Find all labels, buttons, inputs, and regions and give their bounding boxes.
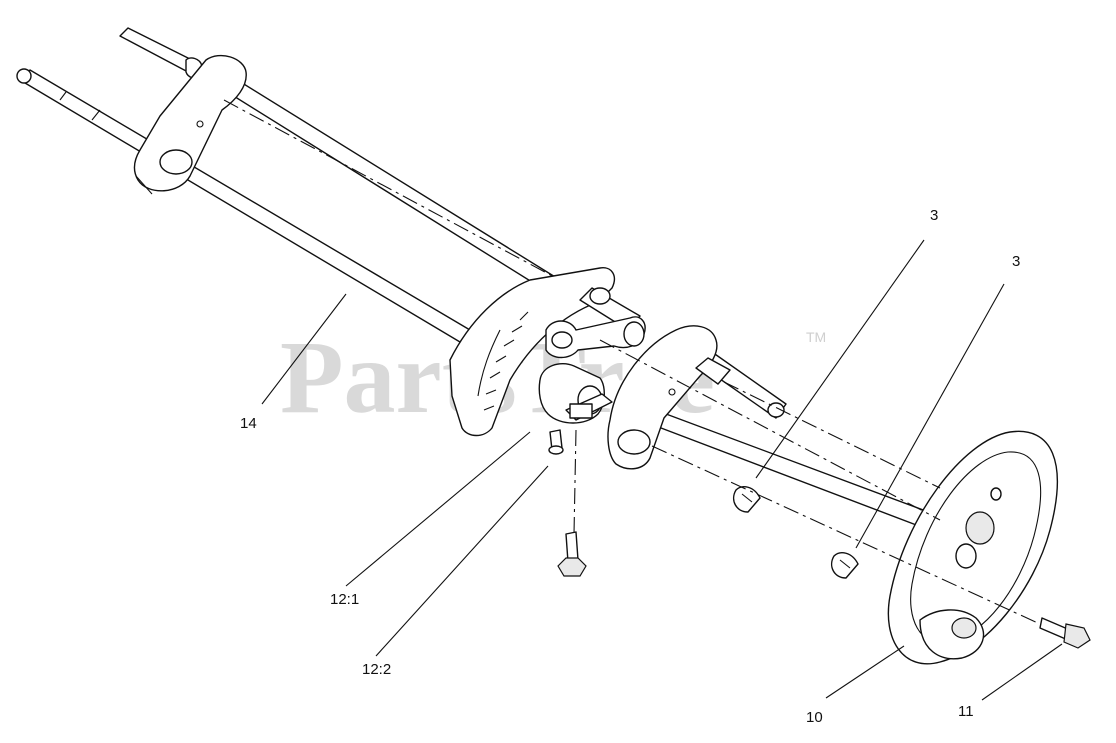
bolt-12-2 (548, 429, 587, 577)
callout-10: 10 (806, 709, 823, 726)
callout-3b: 3 (1012, 253, 1020, 270)
hub-assembly (538, 316, 646, 424)
callout-12-1: 12:1 (330, 591, 359, 608)
e-clip-2 (830, 552, 859, 579)
callout-3a: 3 (930, 207, 938, 224)
right-side-plate (607, 325, 731, 470)
bolt-11 (1039, 617, 1091, 649)
callout-12-2: 12:2 (362, 661, 391, 678)
center-lines (223, 99, 1041, 625)
e-clip-1 (732, 486, 761, 513)
leader-lines (261, 239, 1063, 701)
watermark-trademark: TM (806, 329, 826, 345)
left-side-plate (133, 54, 247, 195)
callout-11: 11 (958, 703, 974, 720)
pulley-housing (887, 430, 1058, 665)
callout-14: 14 (240, 415, 257, 432)
